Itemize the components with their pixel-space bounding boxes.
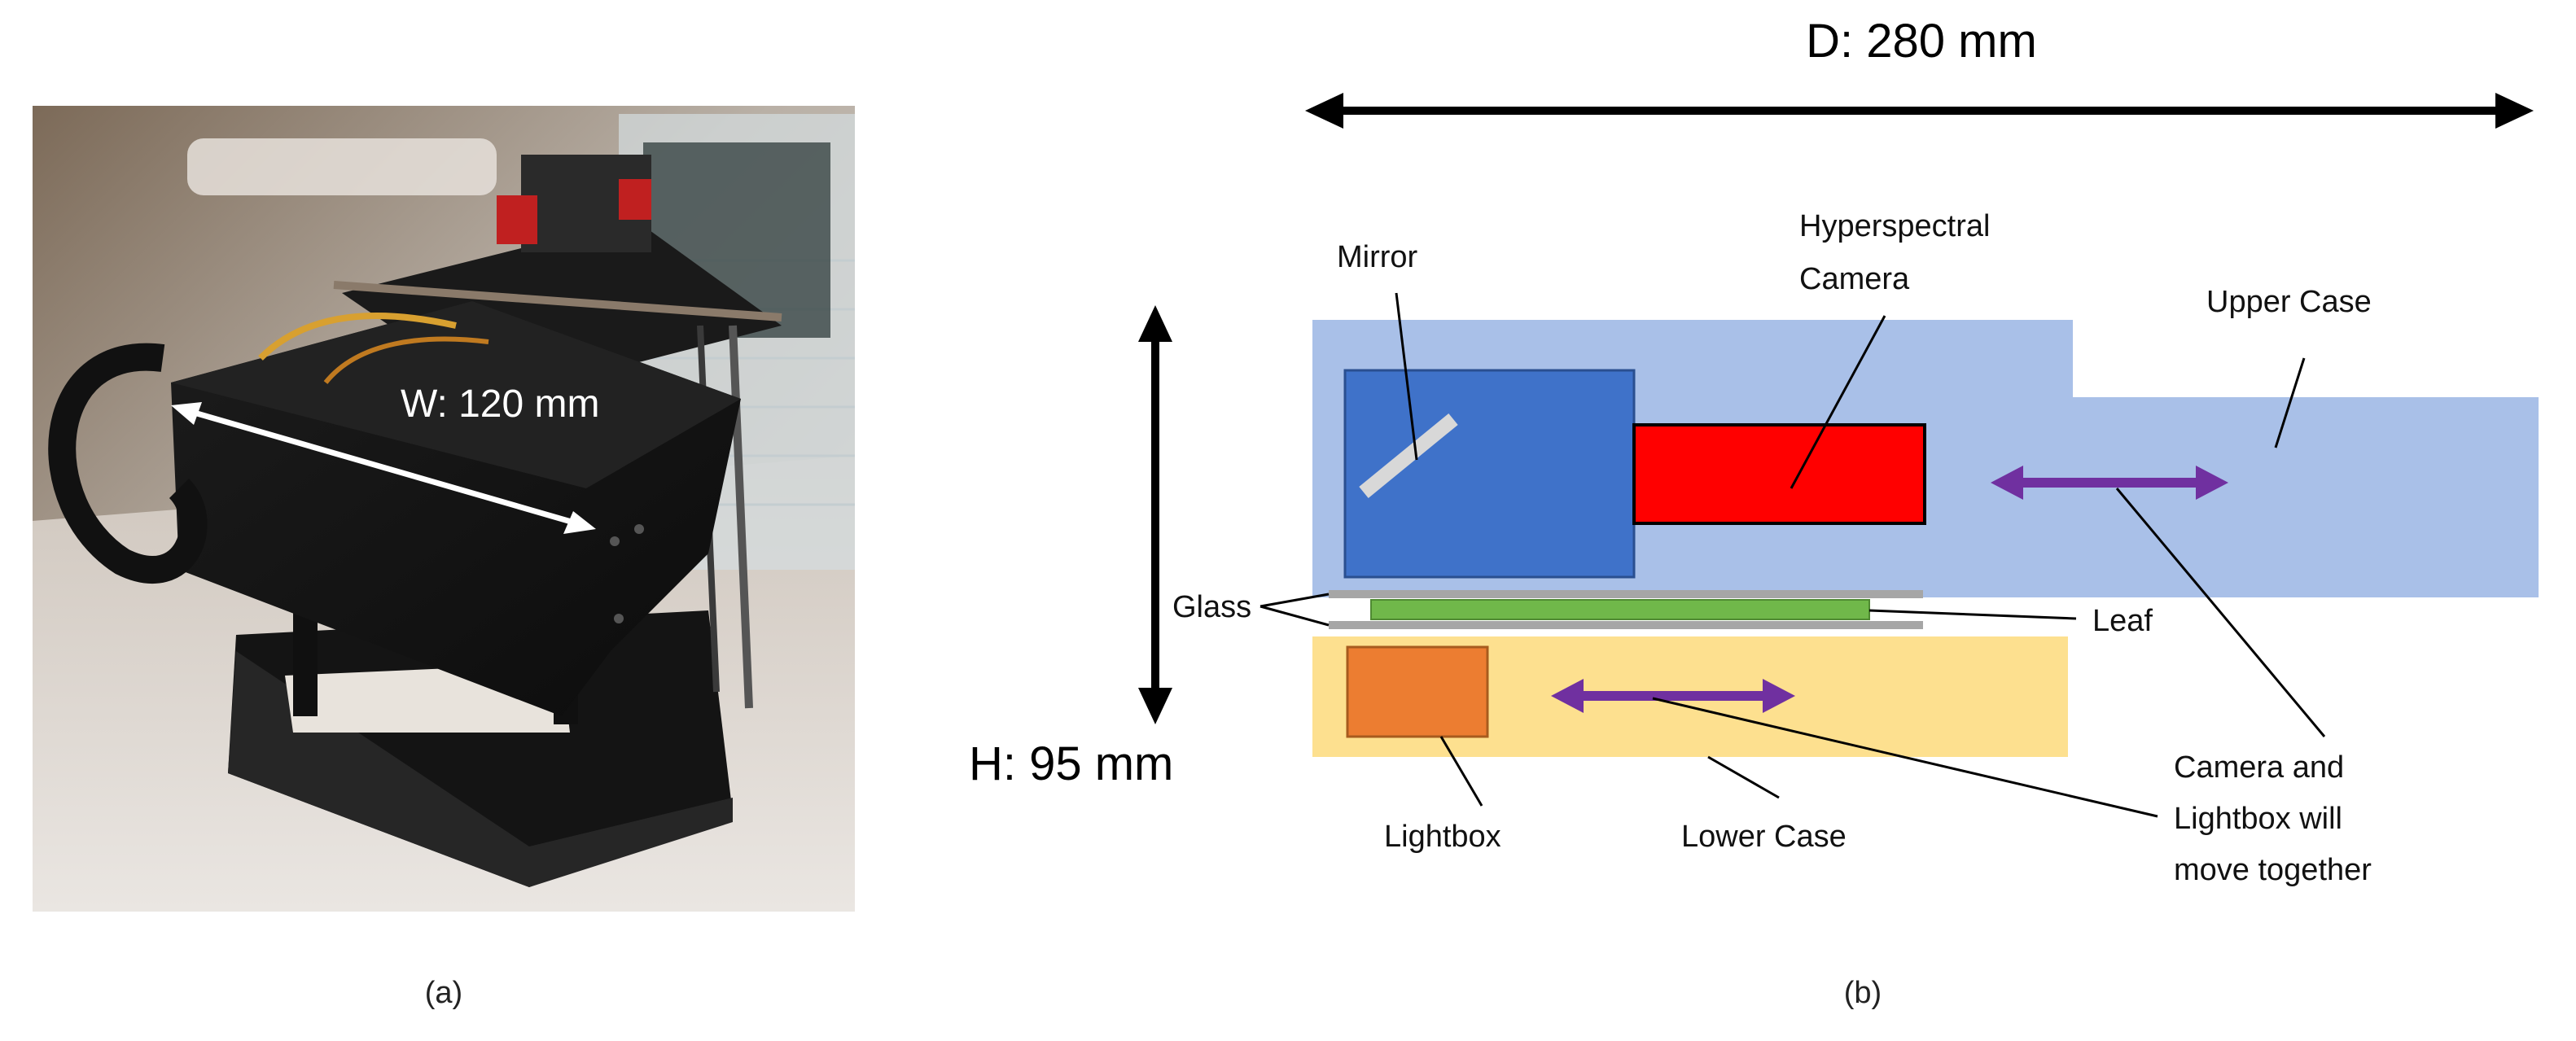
depth-arrow <box>1305 93 2534 129</box>
depth-label: D: 280 mm <box>1806 15 2037 68</box>
caption-b: (b) <box>1844 976 1882 1010</box>
lightbox <box>1346 645 1489 738</box>
camera-label-2: Camera <box>1799 262 1910 296</box>
lower-move-arrow <box>1551 679 1795 713</box>
camera-label-1: Hyperspectral <box>1799 209 1990 243</box>
glass-label: Glass <box>1172 590 1251 624</box>
upper-move-arrow <box>1991 466 2228 500</box>
height-arrow <box>1138 305 1172 724</box>
mirror <box>1359 413 1458 498</box>
lower-case-label: Lower Case <box>1681 820 1847 854</box>
device-photo <box>33 106 855 912</box>
lightbox-label: Lightbox <box>1384 820 1501 854</box>
move-label-3: move together <box>2174 853 2372 887</box>
height-label: H: 95 mm <box>969 737 1173 790</box>
leaf <box>1370 599 1870 620</box>
hyperspectral-camera <box>1632 423 1926 525</box>
caption-a: (a) <box>425 976 462 1010</box>
move-label-1: Camera and <box>2174 750 2344 785</box>
glass-top <box>1329 590 1923 598</box>
leader-lines <box>1260 292 2326 818</box>
move-label-2: Lightbox will <box>2174 802 2342 836</box>
upper-case-label: Upper Case <box>2206 285 2372 319</box>
mirror-label: Mirror <box>1337 240 1418 274</box>
glass-bottom <box>1329 621 1923 629</box>
width-label: W: 120 mm <box>401 383 600 426</box>
leaf-label: Leaf <box>2092 604 2153 638</box>
